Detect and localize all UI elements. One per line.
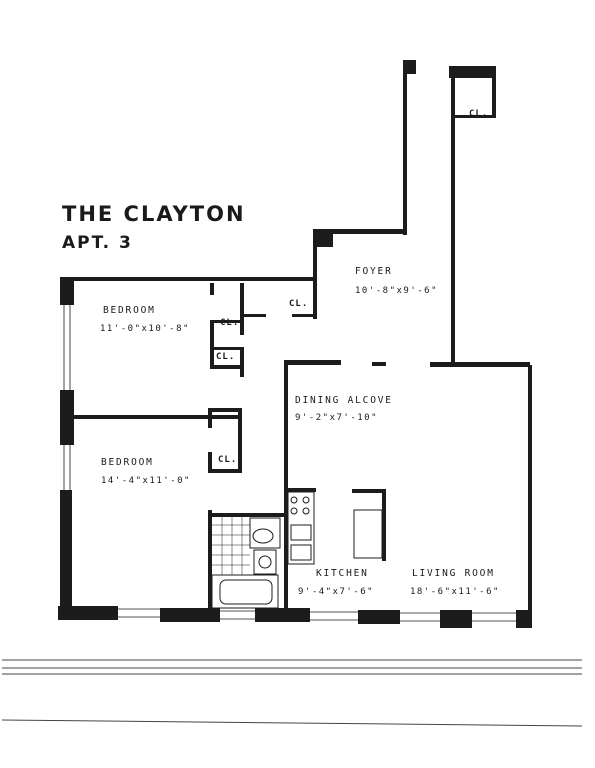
living-dims: 18'-6"x11'-6": [410, 587, 500, 597]
wall-foyer-right: [451, 66, 455, 366]
toilet-icon: [252, 528, 274, 544]
wall-cl3-left: [208, 408, 212, 428]
wall-cl2-bottom: [210, 365, 243, 369]
wall-bottom-4: [358, 610, 400, 624]
sink-icon: [253, 549, 277, 575]
kitchen-fixtures: [287, 491, 383, 565]
kitchen-dims: 9'-4"x7'-6": [298, 587, 375, 597]
wall-hall-closet-bottom-2: [292, 314, 315, 317]
building-name: THE CLAYTON: [62, 202, 246, 226]
windows: [63, 305, 516, 622]
wall-dining-top-2: [372, 362, 386, 366]
wall-cl1-top: [210, 320, 243, 323]
wall-kitchen-top: [284, 488, 316, 492]
living-label: LIVING ROOM: [412, 568, 495, 579]
wall-cl2-right: [240, 347, 244, 377]
wall-kitchen-top-2: [352, 489, 386, 493]
wall-bottom-5: [440, 610, 472, 628]
closet-label-bedroom1a: CL.: [220, 318, 240, 328]
wall-cl3-right: [238, 408, 242, 472]
walls: [58, 60, 532, 628]
dining-dims: 9'-2"x7'-10": [295, 413, 379, 423]
wall-left-pier-2: [60, 390, 74, 445]
wall-dining-top-1: [284, 360, 341, 365]
wall-bottom-2: [160, 608, 220, 622]
wall-cl4-left: [208, 452, 212, 472]
closet-label-hall: CL.: [289, 299, 309, 309]
kitchen-label: KITCHEN: [316, 568, 369, 579]
foyer-dims: 10'-8"x9'-6": [355, 286, 439, 296]
burner-icon: [290, 496, 298, 504]
wall-bedroom-door-jamb: [210, 283, 214, 295]
unit-number: APT. 3: [62, 233, 133, 253]
wall-foyer-left-tall: [403, 60, 407, 235]
refrigerator-icon: [353, 509, 383, 559]
bedroom1-label: BEDROOM: [103, 305, 156, 316]
counter: [287, 491, 315, 565]
bath-fixtures: [211, 517, 281, 609]
wall-foyer-corner: [404, 60, 416, 74]
closet-label-foyer: CL.: [469, 109, 489, 119]
wall-hall-closet-bottom-1: [244, 314, 266, 317]
wall-hall-closet-left: [240, 283, 244, 335]
wall-cl-left: [210, 320, 214, 368]
page-rules: [1, 659, 583, 727]
wall-bottom-3: [255, 608, 310, 622]
wall-foyer-left: [313, 229, 317, 319]
wall-cl2-top: [210, 347, 243, 350]
bedroom2-dims: 14'-4"x11'-0": [101, 476, 191, 486]
wall-closet-top: [449, 66, 495, 78]
dining-label: DINING ALCOVE: [295, 395, 393, 406]
bath-tile-grid: [212, 517, 250, 575]
wall-foyer-top: [315, 229, 407, 234]
bathtub-icon: [211, 574, 279, 609]
wall-closet-right: [492, 66, 496, 118]
wall-kitchen-right: [382, 489, 386, 561]
wall-top-bedroom: [62, 277, 315, 281]
dishwasher-icon: [290, 544, 312, 561]
toilet-area: [249, 517, 281, 549]
wall-left-lower: [60, 490, 72, 620]
closet-label-bedroom1b: CL.: [216, 352, 236, 362]
wall-living-top: [430, 362, 530, 367]
foyer-label: FOYER: [355, 266, 393, 277]
wall-bottom-1: [58, 606, 118, 620]
wall-bedroom-partition: [72, 415, 242, 419]
wall-cl4-bottom: [208, 469, 242, 473]
wall-cl3-top: [208, 408, 242, 412]
bedroom1-dims: 11'-0"x10'-8": [100, 324, 190, 334]
wall-closet-bottom: [451, 115, 495, 118]
wall-dining-left: [284, 360, 288, 615]
oven-icon: [290, 524, 312, 541]
wall-right: [528, 365, 532, 617]
bedroom2-label: BEDROOM: [101, 457, 154, 468]
wall-left-pier-1: [60, 277, 74, 305]
wall-foyer-pier: [315, 229, 333, 247]
closet-label-bedroom2: CL.: [218, 455, 238, 465]
wall-bath-left: [208, 510, 212, 610]
wall-bath-top: [208, 513, 286, 517]
